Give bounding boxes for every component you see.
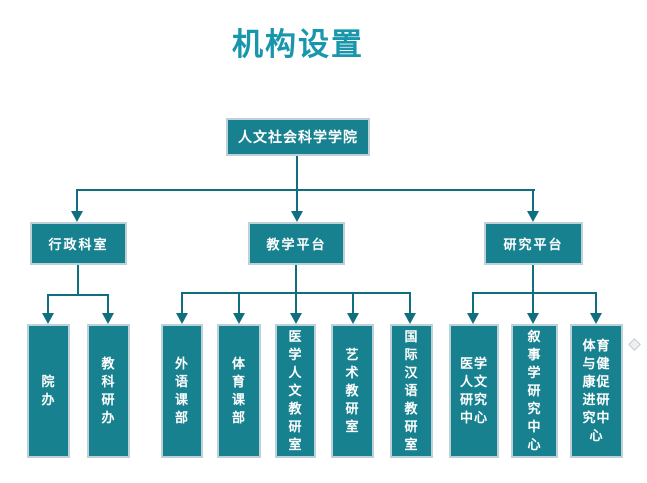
node-label: 院 办 [41,374,56,407]
node-narratology-research-center: 叙 事 学 研 究 中 心 [511,324,558,458]
arrow-down-icon [102,313,114,324]
node-label: 人文社会科学学院 [238,129,358,145]
arrow-down-icon [590,313,602,324]
node-label: 医学 人文 研究 中心 [459,356,488,425]
arrow-down-icon [527,211,539,222]
node-label: 研究平台 [503,237,564,252]
node-medical-humanities-teaching-office: 医 学 人 文 教 研 室 [275,324,316,458]
connector-line [47,294,109,296]
node-label: 艺 术 教 研 室 [345,347,360,434]
node-label: 教学平台 [266,237,327,252]
arrow-down-icon [291,211,303,222]
node-teaching-platform: 教学平台 [248,222,345,265]
node-school-root: 人文社会科学学院 [226,118,370,156]
page-title: 机构设置 [232,27,364,62]
node-art-teaching-office: 艺 术 教 研 室 [331,324,374,458]
connector-line [76,191,78,212]
node-label: 国 际 汉 语 教 研 室 [404,329,419,452]
node-medical-humanities-research-center: 医学 人文 研究 中心 [449,324,499,458]
node-foreign-language-dept: 外 语 课 部 [161,324,203,458]
node-admin-offices: 行政科室 [30,222,127,265]
connector-line [472,292,597,294]
connector-line [238,294,240,313]
node-research-platform: 研究平台 [484,222,583,265]
node-label: 外 语 课 部 [174,356,189,425]
arrow-down-icon [71,211,83,222]
connector-line [107,296,109,313]
arrow-down-icon [42,313,54,324]
arrow-down-icon [467,313,479,324]
node-label: 叙 事 学 研 究 中 心 [527,329,542,452]
connector-line [532,191,534,212]
connector-line [296,191,298,212]
node-dean-office: 院 办 [27,324,70,458]
node-label: 行政科室 [48,237,109,252]
connector-line [296,156,298,191]
connector-line [295,265,297,294]
connector-line [472,294,474,313]
node-label: 体 育 课 部 [231,356,246,425]
node-international-chinese-teaching-office: 国 际 汉 语 教 研 室 [390,324,433,458]
node-label: 医 学 人 文 教 研 室 [288,329,303,452]
node-teaching-research-office: 教 科 研 办 [87,324,130,458]
node-sports-health-research-center: 体育 与健 康促 进研 究中 心 [570,324,623,458]
anchor-icon [628,338,641,351]
arrow-down-icon [233,313,245,324]
connector-line [295,294,297,313]
arrow-down-icon [176,313,188,324]
connector-line [352,294,354,313]
node-pe-dept: 体 育 课 部 [217,324,261,458]
connector-line [77,265,79,296]
arrow-down-icon [527,313,539,324]
connector-line [181,292,411,294]
node-label: 体育 与健 康促 进研 究中 心 [582,338,611,443]
connector-line [532,294,534,313]
arrow-down-icon [290,313,302,324]
connector-line [409,294,411,313]
connector-line [595,294,597,313]
connector-line [532,265,534,294]
node-label: 教 科 研 办 [101,356,116,425]
connector-line [181,294,183,313]
connector-line [47,296,49,313]
arrow-down-icon [404,313,416,324]
connector-line [76,189,535,191]
arrow-down-icon [347,313,359,324]
